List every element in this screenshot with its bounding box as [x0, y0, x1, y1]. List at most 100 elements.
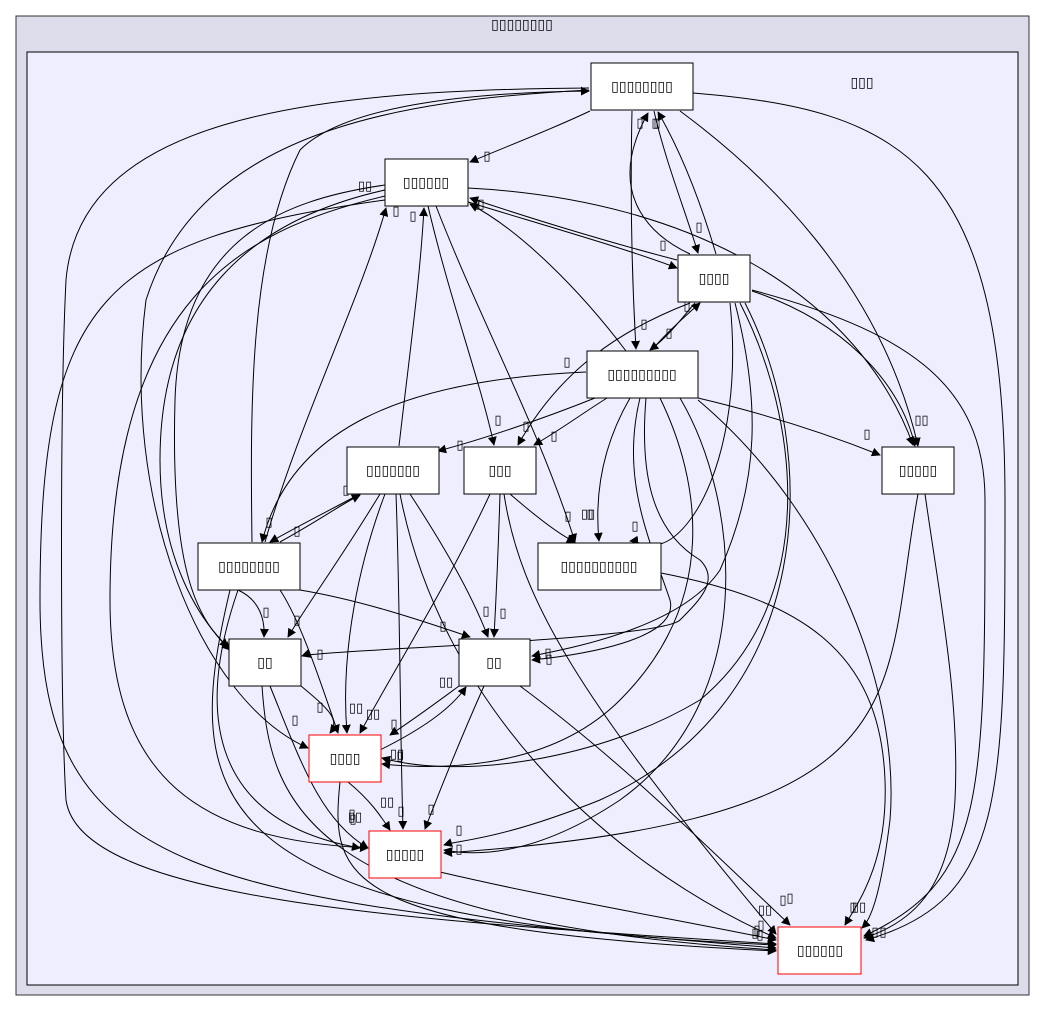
- edge-5: [692, 92, 1006, 943]
- edge-6: [159, 189, 386, 648]
- edge-41: [287, 493, 381, 638]
- node-n11[interactable]: ▯▯: [458, 638, 531, 687]
- edge-label-36: ▯: [392, 204, 399, 219]
- edge-39: [395, 493, 408, 830]
- edge-label-38: ▯▯: [349, 701, 363, 716]
- edge-label-22: ▯: [631, 519, 638, 534]
- edge-label-31: ▯▯: [390, 747, 404, 762]
- edge-2: [630, 110, 641, 350]
- edge-14: [469, 196, 678, 261]
- edge-11: [435, 205, 577, 543]
- edge-52: [359, 493, 491, 734]
- edge-label-6: ▯▯: [358, 179, 372, 194]
- node-n2[interactable]: ▯▯▯▯▯▯: [384, 158, 469, 207]
- edge-labels-layer: ▯▯▯▯▯▯▯▯▯▯▯▯▯▯▯▯▯▯▯▯▯▯▯▯▯▯▯▯▯▯▯▯▯▯▯▯▯▯▯▯…: [262, 116, 928, 943]
- edge-59: [379, 686, 467, 751]
- node-n8[interactable]: ▯▯▯▯▯▯▯▯: [197, 542, 301, 591]
- edge-label-64: ▯: [849, 900, 856, 915]
- inner-cluster: ▯▯▯: [26, 51, 1019, 986]
- node-n3[interactable]: ▯▯▯▯: [677, 254, 751, 303]
- edge-54: [503, 493, 777, 935]
- edge-16: [751, 290, 918, 447]
- edge-51: [489, 493, 501, 638]
- node-n12[interactable]: ▯▯▯▯: [308, 734, 382, 783]
- edge-48: [299, 589, 471, 639]
- edge-label-45: ▯: [409, 209, 416, 224]
- edge-68: [61, 87, 777, 948]
- edge-32: [443, 397, 727, 856]
- node-n3-label: ▯▯▯▯: [699, 271, 730, 287]
- edge-label-3: ▯: [653, 116, 660, 131]
- edge-label-27: ▯: [456, 438, 463, 453]
- edge-label-56: ▯: [348, 807, 355, 822]
- node-n5[interactable]: ▯▯▯▯▯▯▯: [346, 446, 440, 495]
- edge-label-5: ▯: [879, 925, 886, 940]
- edge-label-28: ▯: [863, 427, 870, 442]
- node-n1[interactable]: ▯▯▯▯▯▯▯▯: [590, 62, 694, 111]
- edge-8: [39, 199, 777, 952]
- edge-label-19: ▯: [396, 749, 403, 764]
- edge-label-21: ▯: [522, 419, 529, 434]
- node-n9-label: ▯▯▯▯▯▯▯▯▯▯: [560, 559, 637, 575]
- node-n2-label: ▯▯▯▯▯▯: [403, 175, 449, 191]
- edge-18: [531, 302, 753, 659]
- edge-69: [140, 89, 590, 749]
- edge-label-25: ▯: [640, 317, 647, 332]
- edge-4: [679, 110, 921, 447]
- edge-label-63: ▯: [756, 928, 763, 943]
- edge-label-51: ▯: [499, 606, 506, 621]
- node-n9[interactable]: ▯▯▯▯▯▯▯▯▯▯: [537, 542, 662, 591]
- edge-62: [347, 781, 391, 831]
- edge-label-29: ▯: [586, 507, 593, 522]
- edge-label-8: ▯: [751, 926, 758, 941]
- edge-66: [863, 493, 957, 940]
- edge-label-11: ▯▯: [581, 507, 595, 522]
- outer-cluster-title: ▯▯▯▯▯▯▯▯: [491, 17, 553, 33]
- node-n13-label: ▯▯▯▯▯: [386, 847, 425, 863]
- edge-24: [651, 302, 701, 351]
- edge-label-34: ▯: [316, 647, 323, 662]
- edge-label-44: ▯: [265, 515, 272, 530]
- edge-label-46: ▯▯: [348, 810, 362, 825]
- edge-label-35: ▯: [563, 355, 570, 370]
- edge-label-57: ▯: [757, 918, 764, 933]
- edge-label-39: ▯: [397, 804, 404, 819]
- node-n1-label: ▯▯▯▯▯▯▯▯: [611, 79, 673, 95]
- node-n12-label: ▯▯▯▯: [330, 751, 361, 767]
- edge-label-12: ▯: [659, 238, 666, 253]
- edge-12: [467, 201, 678, 270]
- edge-label-26: ▯: [550, 429, 557, 444]
- edge-36: [398, 207, 429, 447]
- node-n11-label: ▯▯: [486, 655, 501, 671]
- node-n7[interactable]: ▯▯▯▯▯: [881, 446, 955, 495]
- edge-label-9: ▯: [477, 197, 484, 212]
- edge-label-23: ▯: [683, 299, 690, 314]
- edge-46: [216, 589, 361, 852]
- edge-28: [697, 397, 881, 457]
- edge-65: [660, 572, 886, 926]
- edge-label-30: ▯: [544, 646, 551, 661]
- edge-label-10: ▯: [494, 413, 501, 428]
- edge-label-42: ▯▯: [758, 903, 772, 918]
- edge-label-61: ▯: [779, 893, 786, 908]
- edge-label-41: ▯: [293, 613, 300, 628]
- edge-label-47: ▯: [262, 605, 269, 620]
- edge-47: [237, 589, 269, 638]
- edge-10: [427, 205, 497, 446]
- node-n14[interactable]: ▯▯▯▯▯▯: [777, 926, 862, 975]
- edge-label-20: ▯: [455, 823, 462, 838]
- edge-45: [264, 207, 389, 543]
- edge-25: [469, 203, 627, 352]
- edge-27: [437, 397, 596, 454]
- edge-label-55: ▯: [291, 713, 298, 728]
- node-n6[interactable]: ▯▯▯: [463, 446, 537, 495]
- edge-37: [269, 493, 361, 543]
- edge-label-48: ▯: [439, 619, 446, 634]
- edge-label-58: ▯▯: [366, 707, 380, 722]
- edge-label-4: ▯: [914, 413, 921, 428]
- node-n10[interactable]: ▯▯: [228, 638, 302, 687]
- edge-64: [439, 871, 777, 943]
- node-n13[interactable]: ▯▯▯▯▯: [368, 830, 442, 879]
- node-n4[interactable]: ▯▯▯▯▯▯▯▯▯: [586, 350, 699, 399]
